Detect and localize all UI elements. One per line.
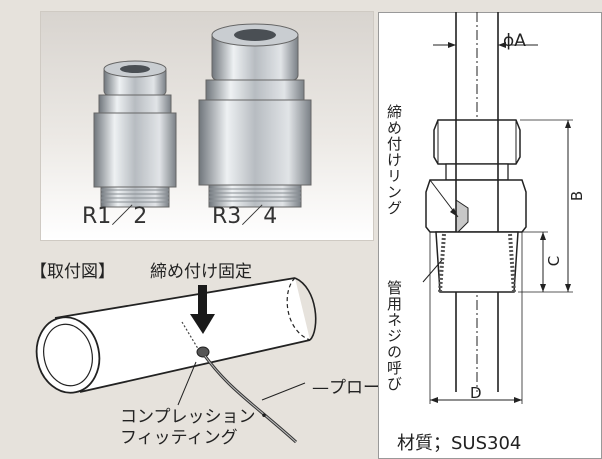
pipe-open-end bbox=[35, 316, 101, 394]
size-label-r3-4: R3／4 bbox=[212, 204, 278, 229]
tighten-label: 締め付け固定 bbox=[150, 262, 252, 282]
dimension-d-label: D bbox=[470, 384, 482, 402]
technical-drawing bbox=[422, 12, 573, 404]
product-photo bbox=[40, 11, 374, 241]
probe-label: —プローブ bbox=[312, 378, 396, 398]
pipe-body bbox=[55, 278, 310, 392]
compression-label-line1: コンプレッション・ bbox=[120, 407, 273, 427]
installation-title: 【取付図】 bbox=[30, 262, 115, 282]
fitting-on-pipe bbox=[196, 346, 210, 358]
compression-fitting-label: コンプレッション・ フィッティング bbox=[120, 407, 273, 449]
installation-illustration bbox=[35, 277, 317, 444]
dimension-a-label: ϕA bbox=[503, 31, 526, 51]
tighten-arrow bbox=[198, 285, 207, 315]
small-fitting-image bbox=[93, 60, 177, 208]
size-label-r1-2: R1／2 bbox=[82, 204, 148, 229]
dimension-b-label: B bbox=[568, 190, 587, 202]
ferrule-ring-label: 締め付けリング bbox=[385, 104, 403, 216]
pipe-top-edge bbox=[54, 277, 296, 319]
thread-label: 管用ネジの呼び bbox=[385, 280, 403, 392]
pipe-bottom-edge bbox=[79, 339, 311, 393]
compression-label-line2: フィッティング bbox=[120, 428, 238, 448]
thread-section bbox=[435, 231, 519, 293]
large-fitting-image bbox=[198, 23, 312, 208]
material-label: 材質；SUS304 bbox=[397, 433, 522, 454]
upper-nut bbox=[433, 119, 521, 165]
dimension-c-label: C bbox=[545, 255, 564, 267]
body-hex bbox=[425, 179, 527, 233]
